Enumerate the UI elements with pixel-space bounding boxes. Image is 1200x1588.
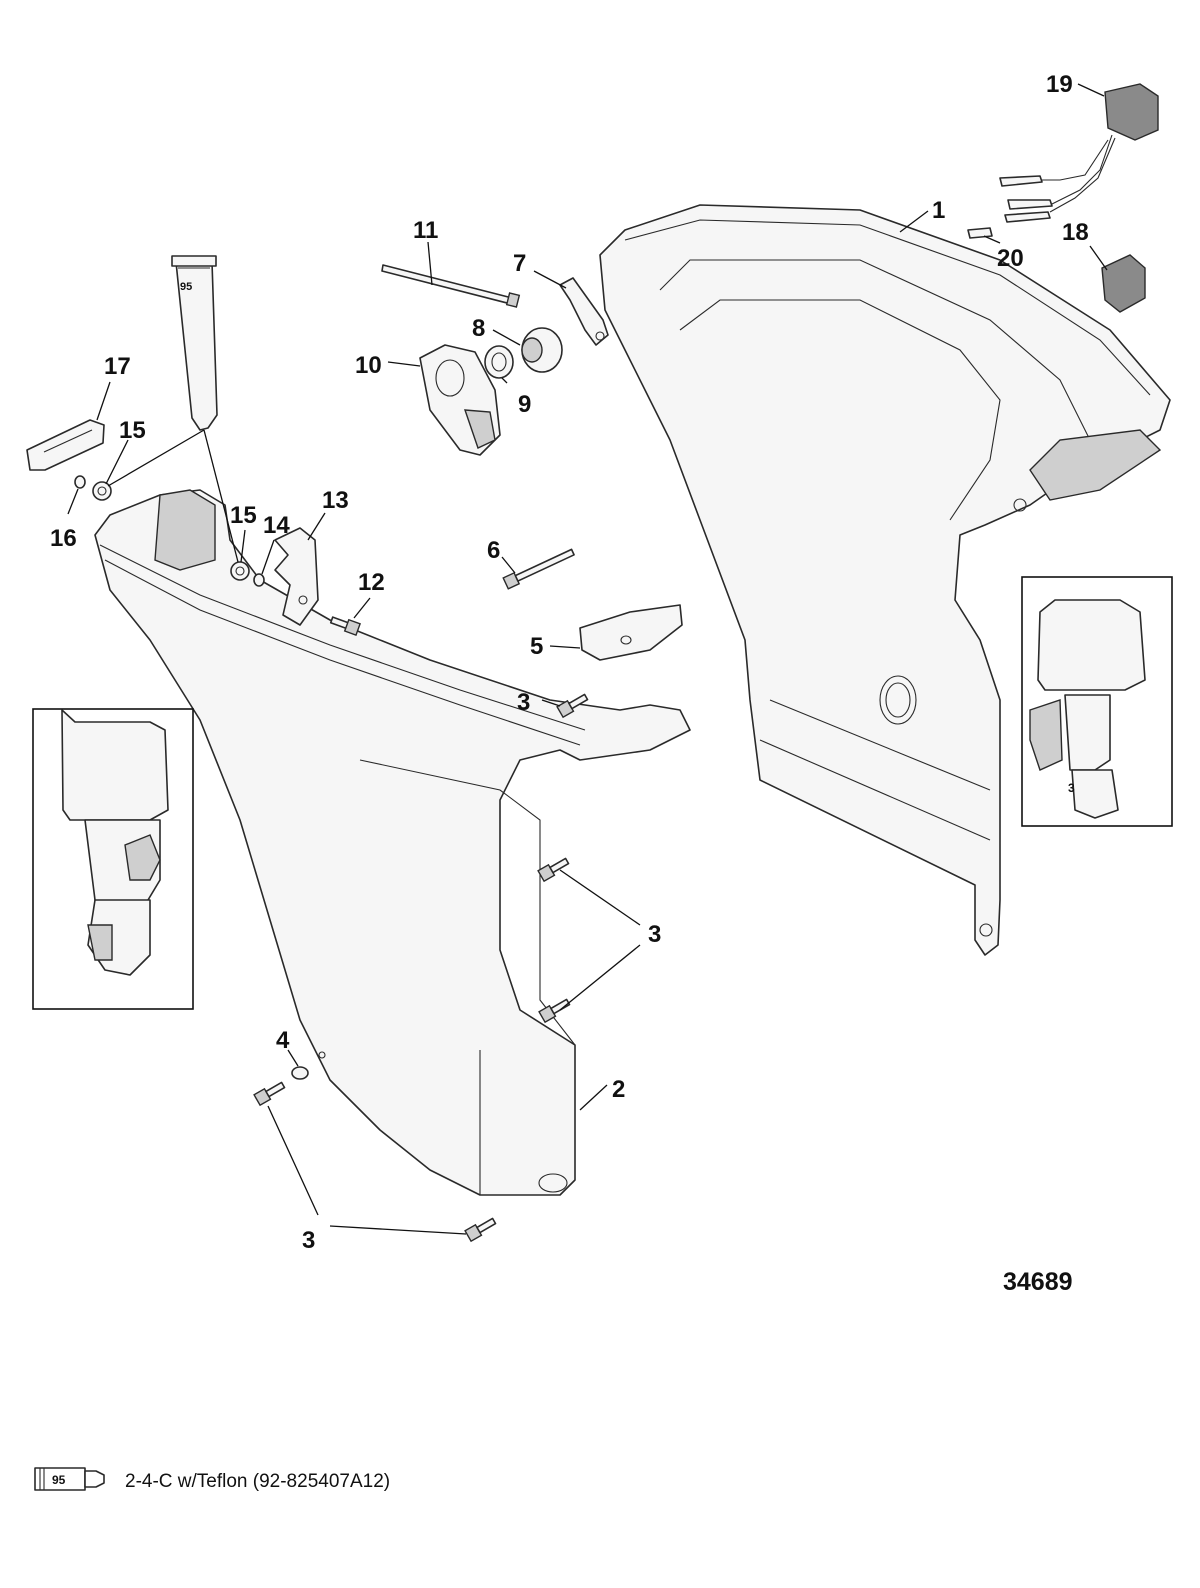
- callout-11: 11: [413, 217, 438, 244]
- legend-tube-icon: 95: [34, 1467, 105, 1491]
- callout-3-top: 3: [517, 689, 530, 716]
- grease-tube-95: 95: [107, 255, 239, 563]
- diagram-reference-number: 34689: [1003, 1268, 1073, 1296]
- tube-label: 95: [180, 281, 192, 293]
- part-20-connector: [967, 227, 993, 239]
- callout-10: 10: [355, 352, 382, 379]
- legend-description: 2-4-C w/Teflon (92-825407A12): [125, 1471, 390, 1492]
- screw-3d: [253, 1081, 286, 1107]
- callout-numbers: 1 2 3 3 3 4 5 6 7 8 9 10 11 12 13 14 15 …: [50, 71, 1089, 1254]
- callout-15-lower: 15: [230, 502, 257, 529]
- inset-right-engine: 3: [1021, 576, 1173, 827]
- callout-19: 19: [1046, 71, 1073, 98]
- part-12-screw: [329, 616, 361, 637]
- part-8-knob: [521, 327, 563, 373]
- callout-14: 14: [263, 512, 290, 539]
- part-18-switch: [1101, 254, 1146, 313]
- part-6-bolt: [502, 548, 575, 590]
- leader-lines: [67, 83, 1108, 1235]
- part-19-switch-harness: [999, 83, 1159, 223]
- callout-3-bottom: 3: [302, 1227, 315, 1254]
- part-4-washer: [291, 1066, 309, 1080]
- part-2-front-cowl: [94, 489, 691, 1196]
- inset-right-label: 3: [1068, 781, 1075, 795]
- callout-18: 18: [1062, 219, 1089, 246]
- legend: 95 2-4-C w/Teflon (92-825407A12): [34, 1467, 390, 1492]
- callout-7: 7: [513, 250, 526, 277]
- part-13-latch-plate: [274, 527, 319, 626]
- callout-15-upper: 15: [119, 417, 146, 444]
- part-15-washer-b: [92, 481, 112, 501]
- screw-3c: [538, 998, 571, 1024]
- part-9-seal-ring: [484, 345, 514, 379]
- part-14-washer: [253, 573, 265, 587]
- part-3-screws: [253, 693, 589, 1243]
- callout-5: 5: [530, 633, 543, 660]
- callout-9: 9: [518, 391, 531, 418]
- screw-3e: [464, 1217, 497, 1243]
- callout-4: 4: [276, 1027, 290, 1054]
- callout-20: 20: [997, 245, 1024, 272]
- callout-17: 17: [104, 353, 131, 380]
- screw-3a: [556, 693, 589, 719]
- part-5-bracket: [579, 604, 683, 661]
- callout-8: 8: [472, 315, 485, 342]
- callout-2: 2: [612, 1076, 625, 1103]
- part-15-washer-a: [230, 561, 250, 581]
- screw-3b: [537, 857, 570, 883]
- part-1-rear-cowl: [599, 204, 1171, 956]
- part-10-latch-housing: [419, 344, 501, 456]
- part-16-washer: [74, 475, 86, 489]
- part-11-cable-tie: [381, 264, 521, 308]
- callout-12: 12: [358, 569, 385, 596]
- callout-3-middle: 3: [648, 921, 661, 948]
- callout-16: 16: [50, 525, 77, 552]
- inset-left-engine: [32, 708, 194, 1010]
- part-7-plate: [559, 277, 609, 346]
- callout-6: 6: [487, 537, 500, 564]
- legend-tube-code: 95: [52, 1473, 66, 1487]
- callout-1: 1: [932, 197, 945, 224]
- callout-13: 13: [322, 487, 349, 514]
- part-17-handle: [26, 419, 105, 471]
